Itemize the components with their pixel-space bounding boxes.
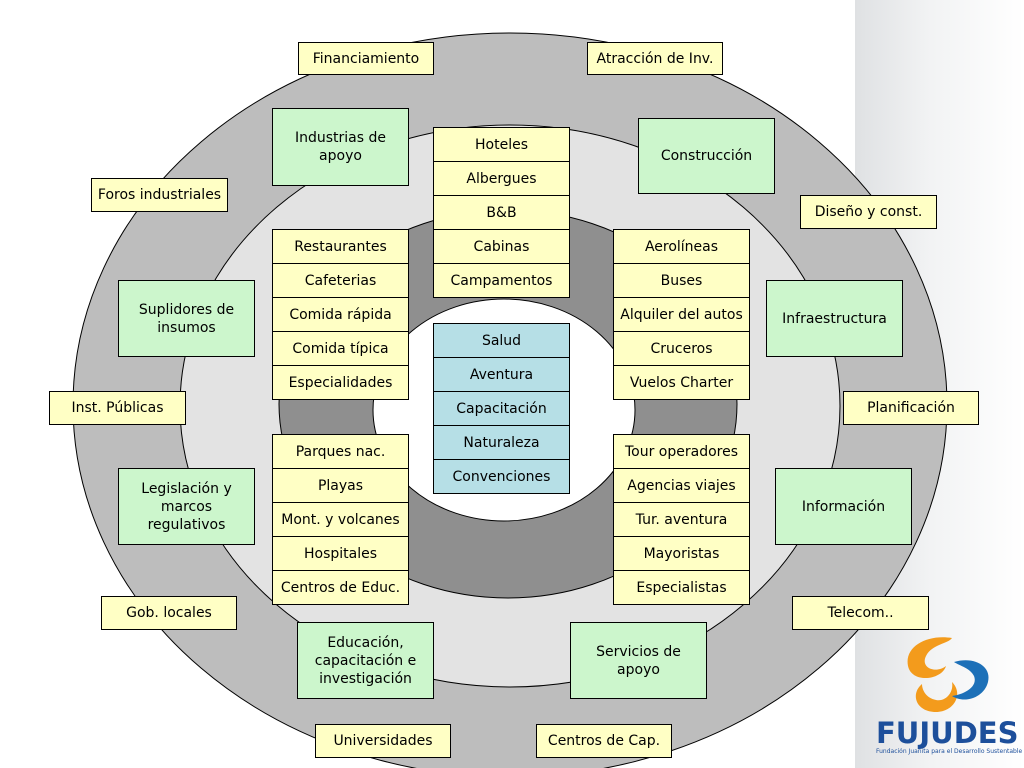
label-suplidores-insumos: Suplidores de insumos: [118, 280, 255, 357]
label-diseno-const: Diseño y const.: [800, 195, 937, 229]
list-item: Especialidades: [272, 365, 409, 400]
list-item: Restaurantes: [272, 229, 409, 264]
list-item: Parques nac.: [272, 434, 409, 469]
list-item: Aventura: [433, 357, 570, 392]
logo-wordmark: FUJUDES: [876, 716, 1019, 750]
list-item: Agencias viajes: [613, 468, 750, 503]
list-item: Mont. y volcanes: [272, 502, 409, 537]
logo-mark-icon: [907, 637, 989, 712]
label-construccion: Construcción: [638, 118, 775, 194]
list-item: Cruceros: [613, 331, 750, 366]
label-infraestructura: Infraestructura: [766, 280, 903, 357]
label-financiamiento: Financiamiento: [298, 42, 434, 75]
list-item: Alquiler del autos: [613, 297, 750, 332]
label-educacion: Educación, capacitación e investigación: [297, 622, 434, 699]
label-centros-cap: Centros de Cap.: [536, 724, 672, 758]
list-item: Hoteles: [433, 127, 570, 162]
list-item: Salud: [433, 323, 570, 358]
list-item: Playas: [272, 468, 409, 503]
list-item: Convenciones: [433, 459, 570, 494]
list-item: Tur. aventura: [613, 502, 750, 537]
list-item: Naturaleza: [433, 425, 570, 460]
label-informacion: Información: [775, 468, 912, 545]
list-item: Cafeterias: [272, 263, 409, 298]
label-foros-industriales: Foros industriales: [91, 178, 228, 212]
label-industrias-apoyo: Industrias de apoyo: [272, 108, 409, 186]
list-item: Campamentos: [433, 263, 570, 298]
list-item: Comida típica: [272, 331, 409, 366]
label-atraccion-inv: Atracción de Inv.: [587, 42, 723, 75]
fujudes-logo: FUJUDES Fundación Juanita para el Desarr…: [870, 632, 1023, 768]
logo-tagline: Fundación Juanita para el Desarrollo Sus…: [876, 748, 1023, 755]
list-item: Centros de Educ.: [272, 570, 409, 605]
list-item: Hospitales: [272, 536, 409, 571]
list-item: Cabinas: [433, 229, 570, 264]
label-planificacion: Planificación: [843, 391, 979, 425]
list-item: Comida rápida: [272, 297, 409, 332]
list-item: Buses: [613, 263, 750, 298]
list-item: Aerolíneas: [613, 229, 750, 264]
label-servicios-apoyo: Servicios de apoyo: [570, 622, 707, 699]
label-telecom: Telecom..: [792, 596, 929, 630]
label-universidades: Universidades: [315, 724, 451, 758]
label-inst-publicas: Inst. Públicas: [49, 391, 186, 425]
list-item: Albergues: [433, 161, 570, 196]
list-item: Vuelos Charter: [613, 365, 750, 400]
list-item: B&B: [433, 195, 570, 230]
label-gob-locales: Gob. locales: [101, 596, 237, 630]
list-item: Tour operadores: [613, 434, 750, 469]
label-legislacion: Legislación y marcos regulativos: [118, 468, 255, 545]
list-item: Especialistas: [613, 570, 750, 605]
list-item: Mayoristas: [613, 536, 750, 571]
list-item: Capacitación: [433, 391, 570, 426]
